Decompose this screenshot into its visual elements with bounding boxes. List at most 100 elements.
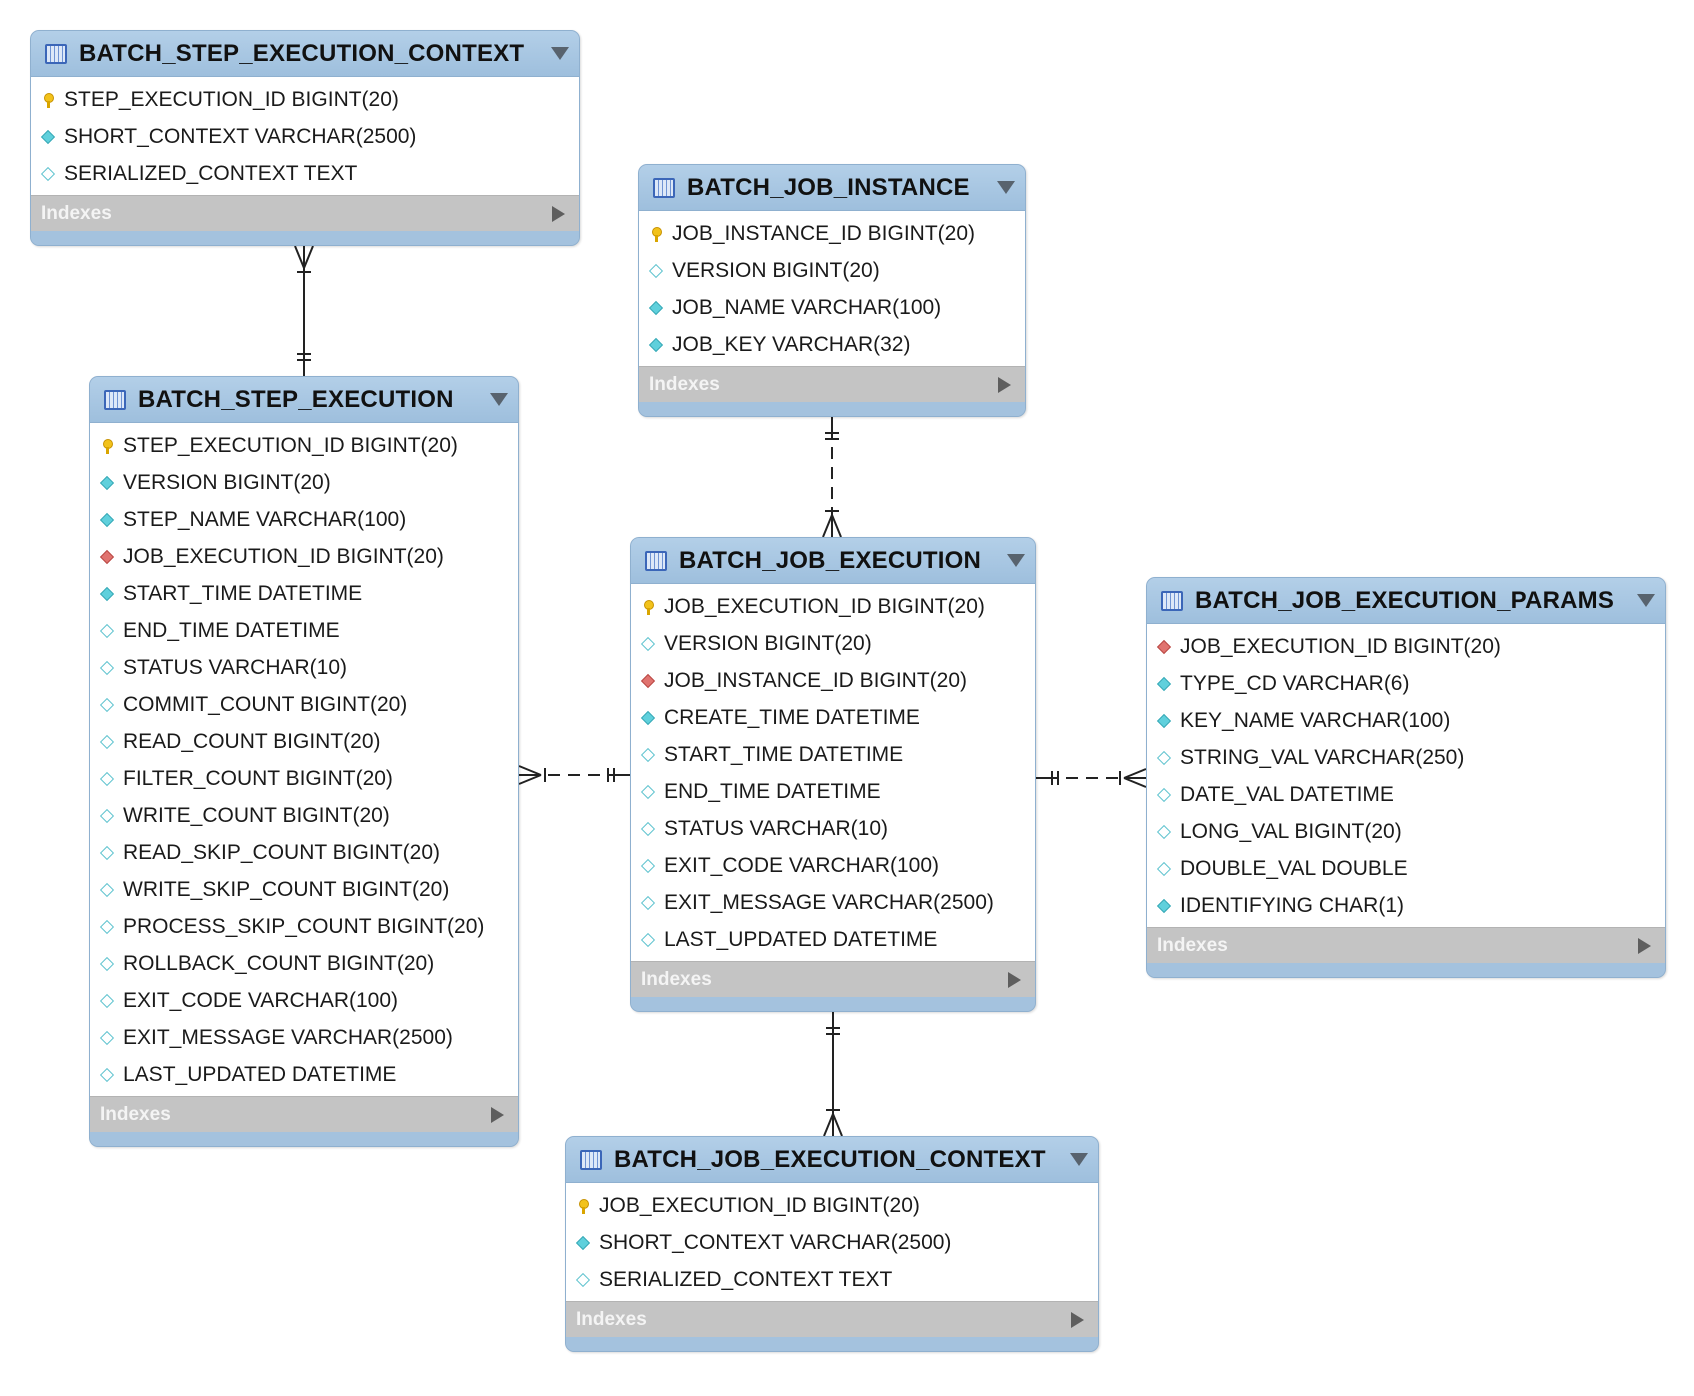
column-row[interactable]: VERSION BIGINT(20)	[631, 625, 1035, 662]
column-row[interactable]: STEP_EXECUTION_ID BIGINT(20)	[90, 427, 518, 464]
column-label: CREATE_TIME DATETIME	[664, 705, 920, 729]
indexes-section[interactable]: Indexes	[639, 366, 1025, 402]
column-row[interactable]: JOB_INSTANCE_ID BIGINT(20)	[631, 662, 1035, 699]
relationship-job-exec-to-step-exec[interactable]	[518, 765, 630, 785]
table-job-instance[interactable]: BATCH_JOB_INSTANCE JOB_INSTANCE_ID BIGINT…	[638, 164, 1026, 417]
table-step-exec[interactable]: BATCH_STEP_EXECUTION STEP_EXECUTION_ID BI…	[89, 376, 519, 1147]
column-row[interactable]: JOB_EXECUTION_ID BIGINT(20)	[631, 588, 1035, 625]
column-label: JOB_EXECUTION_ID BIGINT(20)	[664, 594, 985, 618]
collapse-arrow-icon[interactable]	[997, 181, 1015, 194]
column-row[interactable]: SHORT_CONTEXT VARCHAR(2500)	[566, 1224, 1098, 1261]
expand-arrow-icon[interactable]	[491, 1106, 504, 1123]
column-row[interactable]: STATUS VARCHAR(10)	[90, 649, 518, 686]
column-row[interactable]: LAST_UPDATED DATETIME	[631, 921, 1035, 958]
column-row[interactable]: JOB_EXECUTION_ID BIGINT(20)	[566, 1187, 1098, 1224]
not-null-column-icon	[648, 337, 664, 352]
table-title: BATCH_JOB_EXECUTION_CONTEXT	[614, 1145, 1046, 1173]
column-row[interactable]: ROLLBACK_COUNT BIGINT(20)	[90, 945, 518, 982]
nullable-column-icon	[99, 660, 115, 675]
table-header[interactable]: BATCH_STEP_EXECUTION_CONTEXT	[31, 31, 579, 77]
table-job-exec[interactable]: BATCH_JOB_EXECUTION JOB_EXECUTION_ID BIGI…	[630, 537, 1036, 1012]
column-label: JOB_EXECUTION_ID BIGINT(20)	[123, 544, 444, 568]
column-row[interactable]: JOB_NAME VARCHAR(100)	[639, 289, 1025, 326]
expand-arrow-icon[interactable]	[1638, 937, 1651, 954]
column-row[interactable]: EXIT_MESSAGE VARCHAR(2500)	[631, 884, 1035, 921]
expand-arrow-icon[interactable]	[1008, 971, 1021, 988]
column-row[interactable]: START_TIME DATETIME	[631, 736, 1035, 773]
column-label: ROLLBACK_COUNT BIGINT(20)	[123, 951, 435, 975]
collapse-arrow-icon[interactable]	[490, 393, 508, 406]
column-row[interactable]: READ_COUNT BIGINT(20)	[90, 723, 518, 760]
nullable-column-icon	[1156, 824, 1172, 839]
column-row[interactable]: JOB_KEY VARCHAR(32)	[639, 326, 1025, 363]
column-label: STATUS VARCHAR(10)	[123, 655, 348, 679]
expand-arrow-icon[interactable]	[998, 376, 1011, 393]
column-row[interactable]: END_TIME DATETIME	[631, 773, 1035, 810]
column-row[interactable]: WRITE_COUNT BIGINT(20)	[90, 797, 518, 834]
column-row[interactable]: SHORT_CONTEXT VARCHAR(2500)	[31, 118, 579, 155]
column-row[interactable]: DOUBLE_VAL DOUBLE	[1147, 850, 1665, 887]
collapse-arrow-icon[interactable]	[1070, 1153, 1088, 1166]
column-label: READ_SKIP_COUNT BIGINT(20)	[123, 840, 441, 864]
column-row[interactable]: STATUS VARCHAR(10)	[631, 810, 1035, 847]
column-row[interactable]: EXIT_CODE VARCHAR(100)	[90, 982, 518, 1019]
table-job-ctx[interactable]: BATCH_JOB_EXECUTION_CONTEXT JOB_EXECUTION…	[565, 1136, 1099, 1352]
column-row[interactable]: LONG_VAL BIGINT(20)	[1147, 813, 1665, 850]
column-row[interactable]: PROCESS_SKIP_COUNT BIGINT(20)	[90, 908, 518, 945]
column-label: DATE_VAL DATETIME	[1180, 782, 1394, 806]
table-step-ctx[interactable]: BATCH_STEP_EXECUTION_CONTEXT STEP_EXECUTI…	[30, 30, 580, 246]
nullable-column-icon	[40, 166, 56, 181]
column-row[interactable]: READ_SKIP_COUNT BIGINT(20)	[90, 834, 518, 871]
column-row[interactable]: TYPE_CD VARCHAR(6)	[1147, 665, 1665, 702]
table-icon	[645, 550, 667, 571]
not-null-column-icon	[99, 475, 115, 490]
relationship-step-exec-to-step-ctx[interactable]	[294, 245, 314, 376]
column-row[interactable]: DATE_VAL DATETIME	[1147, 776, 1665, 813]
column-row[interactable]: CREATE_TIME DATETIME	[631, 699, 1035, 736]
column-row[interactable]: VERSION BIGINT(20)	[639, 252, 1025, 289]
indexes-section[interactable]: Indexes	[631, 961, 1035, 997]
expand-arrow-icon[interactable]	[1071, 1311, 1084, 1328]
relationship-job-instance-to-job-exec[interactable]	[822, 417, 842, 538]
column-row[interactable]: JOB_EXECUTION_ID BIGINT(20)	[1147, 628, 1665, 665]
table-header[interactable]: BATCH_JOB_EXECUTION_PARAMS	[1147, 578, 1665, 624]
column-row[interactable]: SERIALIZED_CONTEXT TEXT	[31, 155, 579, 192]
column-row[interactable]: STEP_EXECUTION_ID BIGINT(20)	[31, 81, 579, 118]
indexes-section[interactable]: Indexes	[1147, 927, 1665, 963]
column-label: WRITE_SKIP_COUNT BIGINT(20)	[123, 877, 450, 901]
column-row[interactable]: COMMIT_COUNT BIGINT(20)	[90, 686, 518, 723]
table-footer	[1147, 963, 1665, 977]
column-row[interactable]: JOB_EXECUTION_ID BIGINT(20)	[90, 538, 518, 575]
column-row[interactable]: SERIALIZED_CONTEXT TEXT	[566, 1261, 1098, 1298]
indexes-section[interactable]: Indexes	[31, 195, 579, 231]
column-row[interactable]: START_TIME DATETIME	[90, 575, 518, 612]
column-row[interactable]: KEY_NAME VARCHAR(100)	[1147, 702, 1665, 739]
collapse-arrow-icon[interactable]	[1007, 554, 1025, 567]
column-row[interactable]: EXIT_CODE VARCHAR(100)	[631, 847, 1035, 884]
relationship-job-exec-to-job-params[interactable]	[1036, 768, 1147, 788]
table-header[interactable]: BATCH_JOB_EXECUTION_CONTEXT	[566, 1137, 1098, 1183]
column-row[interactable]: JOB_INSTANCE_ID BIGINT(20)	[639, 215, 1025, 252]
column-row[interactable]: STEP_NAME VARCHAR(100)	[90, 501, 518, 538]
indexes-section[interactable]: Indexes	[566, 1301, 1098, 1337]
column-row[interactable]: IDENTIFYING CHAR(1)	[1147, 887, 1665, 924]
expand-arrow-icon[interactable]	[552, 205, 565, 222]
collapse-arrow-icon[interactable]	[1637, 594, 1655, 607]
relationship-job-exec-to-job-ctx[interactable]	[823, 1012, 843, 1137]
table-footer	[639, 402, 1025, 416]
indexes-section[interactable]: Indexes	[90, 1096, 518, 1132]
table-header[interactable]: BATCH_STEP_EXECUTION	[90, 377, 518, 423]
column-row[interactable]: END_TIME DATETIME	[90, 612, 518, 649]
column-row[interactable]: VERSION BIGINT(20)	[90, 464, 518, 501]
collapse-arrow-icon[interactable]	[551, 47, 569, 60]
column-label: PROCESS_SKIP_COUNT BIGINT(20)	[123, 914, 485, 938]
column-row[interactable]: STRING_VAL VARCHAR(250)	[1147, 739, 1665, 776]
table-header[interactable]: BATCH_JOB_INSTANCE	[639, 165, 1025, 211]
indexes-label: Indexes	[649, 373, 720, 395]
column-row[interactable]: WRITE_SKIP_COUNT BIGINT(20)	[90, 871, 518, 908]
column-row[interactable]: FILTER_COUNT BIGINT(20)	[90, 760, 518, 797]
table-job-params[interactable]: BATCH_JOB_EXECUTION_PARAMS JOB_EXECUTION_…	[1146, 577, 1666, 978]
column-row[interactable]: EXIT_MESSAGE VARCHAR(2500)	[90, 1019, 518, 1056]
column-row[interactable]: LAST_UPDATED DATETIME	[90, 1056, 518, 1093]
table-header[interactable]: BATCH_JOB_EXECUTION	[631, 538, 1035, 584]
